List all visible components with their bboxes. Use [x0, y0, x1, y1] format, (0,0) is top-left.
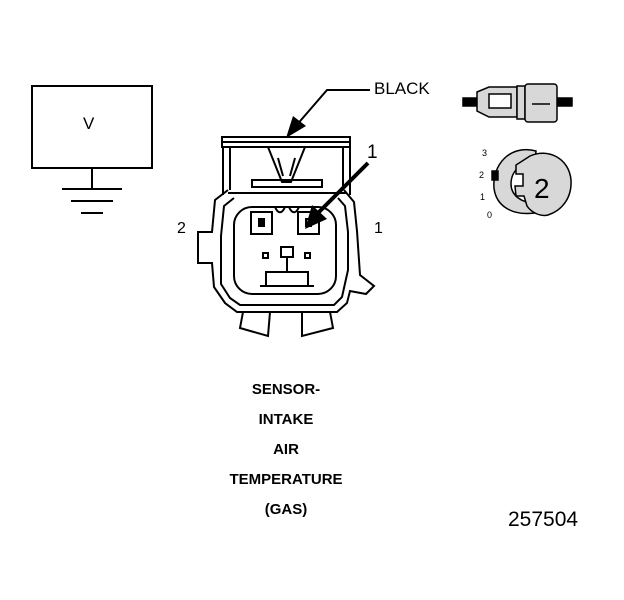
- position-label: 1: [480, 192, 486, 202]
- pin-1-arrow: [305, 161, 370, 229]
- position-label: 2: [479, 170, 485, 180]
- voltmeter-symbol: [31, 85, 153, 214]
- caption-line: INTAKE: [258, 411, 314, 428]
- connector-body: [197, 136, 376, 338]
- caption-line: TEMPERATURE: [229, 471, 343, 488]
- pin-1-callout: 1: [367, 142, 378, 163]
- side-label-right: 1: [374, 220, 383, 237]
- position-label: 0: [487, 210, 493, 220]
- position-label: 3: [482, 148, 488, 158]
- connector-color-label: BLACK: [374, 79, 430, 98]
- component-caption: SENSOR- INTAKE AIR TEMPERATURE (GAS): [206, 375, 366, 525]
- meter-label: V: [83, 114, 95, 133]
- terminal-side-view: [462, 83, 573, 123]
- caption-line: SENSOR-: [251, 381, 321, 398]
- terminal-number: 2: [534, 173, 550, 204]
- caption-line: (GAS): [264, 501, 308, 518]
- terminal-position-view: [491, 148, 572, 217]
- side-label-left: 2: [177, 220, 186, 237]
- color-leader-arrow: [286, 89, 370, 138]
- figure-number: 257504: [508, 508, 579, 531]
- caption-line: AIR: [273, 441, 299, 458]
